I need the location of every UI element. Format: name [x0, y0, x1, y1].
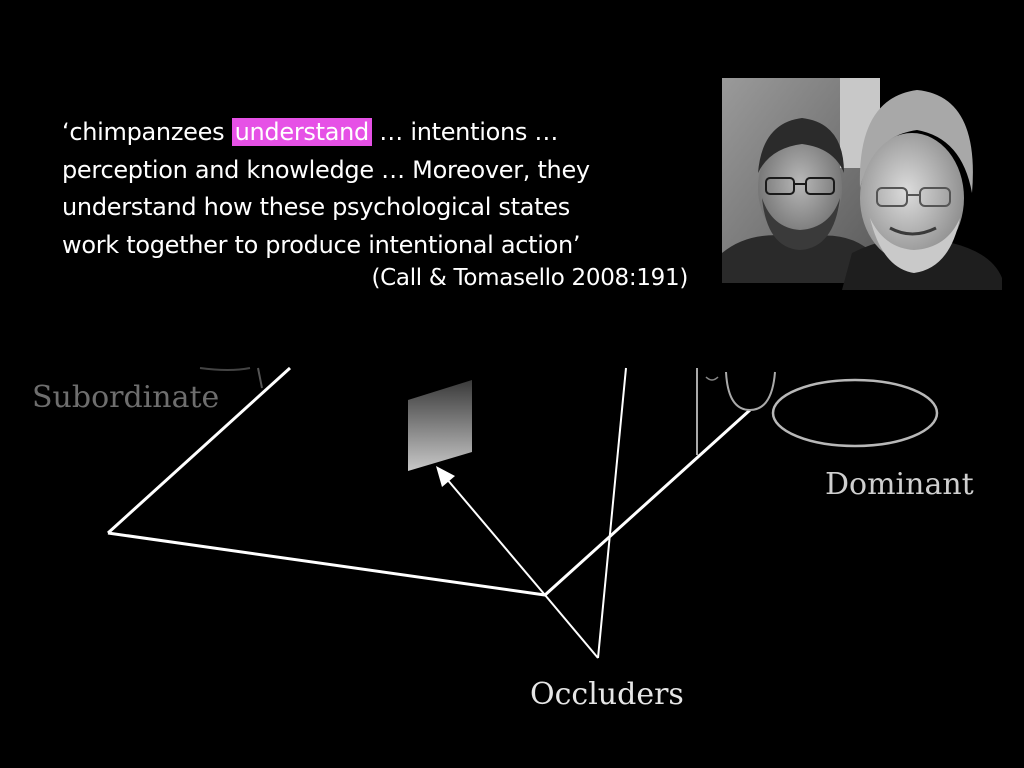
citation: (Call & Tomasello 2008:191) — [371, 265, 688, 291]
quote-block: ‘chimpanzees understand … intentions … p… — [62, 114, 702, 264]
room-outline-left — [106, 366, 292, 535]
dominant-cage-detail — [705, 376, 719, 381]
quote-line-1: ‘chimpanzees understand … intentions … — [62, 114, 702, 152]
quote-line-4: work together to produce intentional act… — [62, 230, 581, 259]
occluders-label: Occluders — [530, 677, 684, 712]
arrow-head — [436, 466, 455, 487]
quote-text: ‘chimpanzees — [62, 118, 232, 146]
quote-text: … intentions … — [371, 118, 559, 146]
occluder-box — [408, 380, 472, 471]
occluder-line — [544, 594, 599, 659]
quote-line-2: perception and knowledge … Moreover, the… — [62, 155, 590, 184]
subordinate-cage-bar — [257, 367, 263, 389]
subordinate-label: Subordinate — [32, 380, 220, 415]
quote-line-3: understand how these psychological state… — [62, 193, 570, 221]
arrow-shaft — [445, 477, 546, 596]
highlighted-word: understand — [231, 118, 372, 146]
researchers-photo — [722, 78, 1002, 290]
dominant-enclosure — [771, 378, 939, 448]
occluder-pole — [597, 367, 627, 659]
dominant-cage-arc — [725, 371, 776, 412]
dominant-label: Dominant — [825, 467, 974, 502]
subordinate-cage-arc — [199, 367, 251, 371]
